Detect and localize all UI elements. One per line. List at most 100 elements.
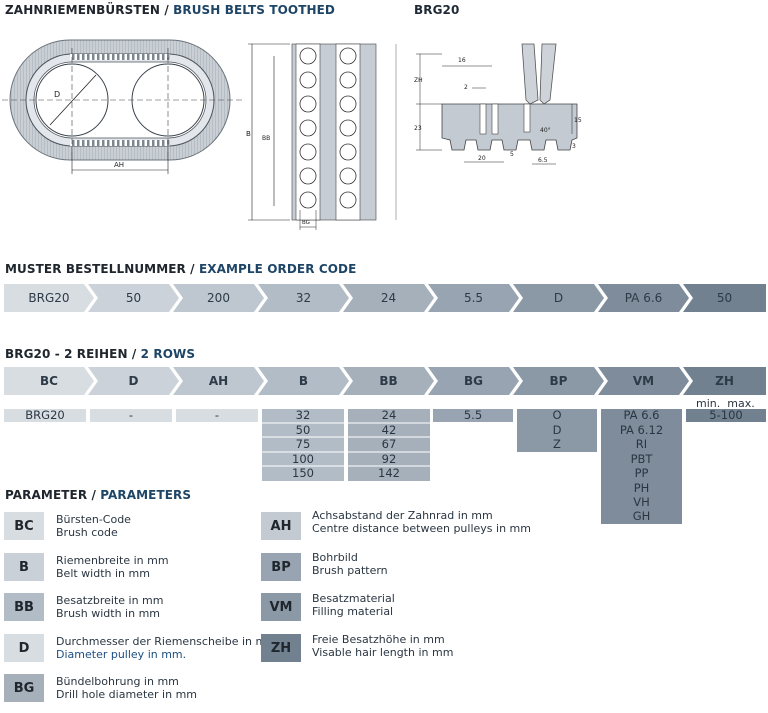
column-d-values	[90, 409, 172, 422]
params-heading: PARAMETER / PARAMETERS	[5, 488, 191, 502]
param-en: Brush width in mm	[56, 607, 161, 620]
param-desc-bg: Bündelbohrung in mm Drill hole diameter …	[56, 675, 197, 701]
dim-2: 2	[464, 84, 468, 91]
order-code-bp: D	[513, 284, 604, 312]
param-desc-bc: Bürsten-Code Brush code	[56, 513, 131, 539]
rows-heading-de: BRG20 - 2 REIHEN /	[5, 347, 141, 361]
page-title: ZAHNRIEMENBÜRSTEN / BRUSH BELTS TOOTHED	[5, 3, 335, 17]
param-desc-d: Durchmesser der Riemenscheibe in mm Diam…	[56, 635, 277, 661]
model-title: BRG20	[414, 3, 460, 17]
param-badge-b: B	[4, 553, 44, 581]
label-ah: AH	[114, 161, 124, 169]
order-heading-de: MUSTER BESTELLNUMMER /	[5, 262, 199, 276]
table-cell-bp: D	[552, 423, 562, 437]
param-badge-bc: BC	[4, 512, 44, 540]
param-de: Besatzbreite in mm	[56, 594, 164, 607]
param-en: Diameter pulley in mm.	[56, 648, 187, 661]
order-code-bc: BRG20	[4, 284, 94, 312]
param-de: Bohrbild	[312, 551, 358, 564]
table-cell-bb: 42	[381, 423, 397, 437]
column-header-bc: BC	[4, 367, 94, 395]
order-code-d: 50	[88, 284, 179, 312]
param-desc-ah: Achsabstand der Zahnrad in mm Centre dis…	[312, 509, 531, 535]
param-en: Visable hair length in mm	[312, 646, 454, 659]
column-header-vm: VM	[598, 367, 689, 395]
column-header-row: BC D AH B BB BG BP VM ZH	[4, 367, 766, 395]
column-header-b: B	[258, 367, 349, 395]
column-header-ah: AH	[173, 367, 264, 395]
table-cell-bb: 142	[378, 466, 400, 480]
param-de: Besatzmaterial	[312, 592, 395, 605]
param-badge-bg: BG	[4, 674, 44, 702]
dim-15: 15	[574, 117, 582, 124]
brg20-profile-drawing: ZH 23 16 2 15 40° 20 5 6.5 3	[414, 43, 582, 165]
dim-3: 3	[572, 143, 576, 150]
table-cell-vm: PA 6.6	[623, 408, 660, 422]
param-badge-d: D	[4, 634, 44, 662]
table-cell-vm: PP	[634, 466, 649, 480]
column-header-d: D	[88, 367, 179, 395]
order-code-zh: 50	[683, 284, 766, 312]
table-cell-d: -	[128, 408, 134, 422]
param-desc-b: Riemenbreite in mm Belt width in mm	[56, 554, 169, 580]
param-desc-bp: Bohrbild Brush pattern	[312, 551, 388, 577]
label-bg: BG	[302, 220, 310, 226]
column-ah-values	[176, 409, 258, 422]
param-en: Brush pattern	[312, 564, 388, 577]
column-bb-values	[348, 409, 430, 481]
param-desc-bb: Besatzbreite in mm Brush width in mm	[56, 594, 164, 620]
params-heading-de: PARAMETER /	[5, 488, 101, 502]
table-cell-bb: 67	[381, 437, 397, 451]
param-en: Belt width in mm	[56, 567, 150, 580]
belt-top-view-drawing: D AH	[2, 39, 242, 174]
table-cell-b: 32	[295, 408, 311, 422]
table-cell-bp: O	[552, 408, 562, 422]
dim-zh: ZH	[414, 77, 423, 84]
param-de: Durchmesser der Riemenscheibe in mm	[56, 635, 277, 648]
column-b-values	[262, 409, 344, 481]
order-code-bb: 24	[343, 284, 434, 312]
table-cell-bc: BRG20	[25, 408, 65, 422]
table-cell-vm: PBT	[630, 452, 653, 466]
param-badge-vm: VM	[261, 593, 301, 621]
column-header-bb: BB	[343, 367, 434, 395]
param-de: Freie Besatzhöhe in mm	[312, 633, 445, 646]
column-header-zh: ZH	[683, 367, 766, 395]
table-cell-b: 150	[292, 466, 314, 480]
column-bp-values	[517, 409, 597, 452]
column-bc-values	[4, 409, 86, 422]
order-code-row: BRG20 50 200 32 24 5.5 D PA 6.6 50	[4, 284, 766, 312]
param-badge-zh: ZH	[261, 634, 301, 662]
order-code-ah: 200	[173, 284, 264, 312]
order-code-bg: 5.5	[428, 284, 519, 312]
dim-40: 40°	[540, 127, 551, 134]
param-desc-zh: Freie Besatzhöhe in mm Visable hair leng…	[312, 633, 453, 659]
param-en: Centre distance between pulleys in mm	[312, 522, 531, 535]
table-cell-vm: PA 6.12	[619, 423, 664, 437]
param-de: Achsabstand der Zahnrad in mm	[312, 509, 493, 522]
table-cell-vm: GH	[632, 509, 651, 523]
dim-23: 23	[414, 125, 422, 132]
order-heading: MUSTER BESTELLNUMMER / EXAMPLE ORDER COD…	[5, 262, 356, 276]
param-badge-bb: BB	[4, 593, 44, 621]
table-cell-bg: 5.5	[463, 408, 483, 422]
dim-5: 5	[510, 151, 514, 158]
rows-heading: BRG20 - 2 REIHEN / 2 ROWS	[5, 347, 195, 361]
table-cell-b: 100	[292, 452, 314, 466]
table-cell-bp: Z	[553, 437, 561, 451]
dim-6-5: 6.5	[538, 157, 548, 164]
param-desc-vm: Besatzmaterial Filling material	[312, 592, 395, 618]
column-bg-values	[433, 409, 513, 422]
zh-min-max-label: min. max.	[696, 397, 755, 410]
table-cell-bb: 24	[381, 408, 397, 422]
page-title-de: ZAHNRIEMENBÜRSTEN /	[5, 3, 174, 17]
table-cell-vm: RI	[635, 437, 648, 451]
params-heading-en: PARAMETERS	[100, 488, 192, 502]
page-title-en: BRUSH BELTS TOOTHED	[173, 3, 335, 17]
order-heading-en: EXAMPLE ORDER CODE	[198, 262, 357, 276]
param-en: Brush code	[56, 526, 118, 539]
table-cell-zh: 5-100	[709, 408, 743, 422]
param-de: Bündelbohrung in mm	[56, 675, 179, 688]
dim-16: 16	[458, 57, 466, 64]
label-d: D	[54, 90, 60, 99]
